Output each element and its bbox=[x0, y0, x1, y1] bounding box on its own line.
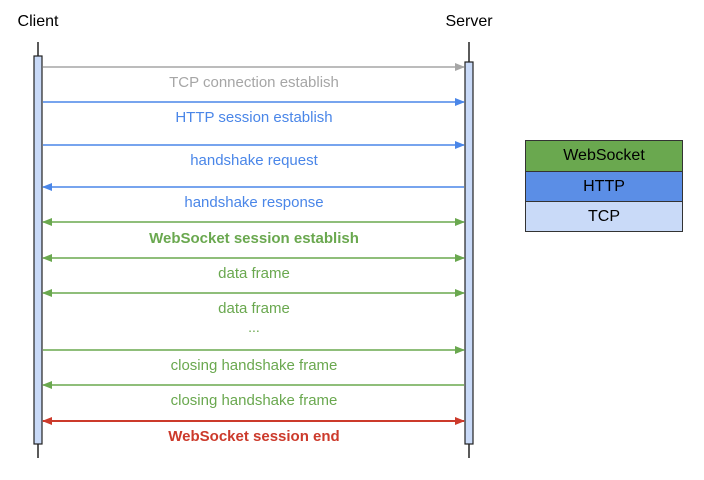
client-label: Client bbox=[18, 13, 59, 30]
server-label: Server bbox=[445, 13, 493, 30]
message-label: closing handshake frame bbox=[171, 392, 338, 409]
message-8: closing handshake frame bbox=[43, 346, 465, 374]
message-label: handshake response bbox=[184, 194, 323, 211]
message-10: WebSocket session end bbox=[42, 417, 465, 445]
message-label: WebSocket session end bbox=[168, 428, 339, 445]
message-label: data frame bbox=[218, 300, 290, 317]
protocol-stack: WebSocket HTTP TCP bbox=[525, 140, 683, 232]
stack-layer-http: HTTP bbox=[526, 171, 682, 201]
message-label: data frame bbox=[218, 265, 290, 282]
ellipsis: ... bbox=[248, 319, 260, 335]
message-label: TCP connection establish bbox=[169, 74, 339, 91]
message-7: data frame bbox=[42, 289, 465, 317]
message-9: closing handshake frame bbox=[42, 381, 464, 409]
message-4: handshake response bbox=[42, 183, 464, 211]
client-activation-bar bbox=[33, 55, 43, 445]
message-6: data frame bbox=[42, 254, 465, 282]
stack-layer-websocket: WebSocket bbox=[526, 141, 682, 171]
message-2: HTTP session establish bbox=[43, 98, 465, 126]
stack-layer-tcp: TCP bbox=[526, 201, 682, 231]
message-1: TCP connection establish bbox=[43, 63, 465, 91]
message-label: HTTP session establish bbox=[175, 109, 332, 126]
message-label: handshake request bbox=[190, 152, 318, 169]
message-3: handshake request bbox=[43, 141, 465, 169]
message-label: WebSocket session establish bbox=[149, 230, 359, 247]
server-activation-bar bbox=[464, 61, 474, 445]
message-label: closing handshake frame bbox=[171, 357, 338, 374]
message-5: WebSocket session establish bbox=[42, 218, 465, 247]
